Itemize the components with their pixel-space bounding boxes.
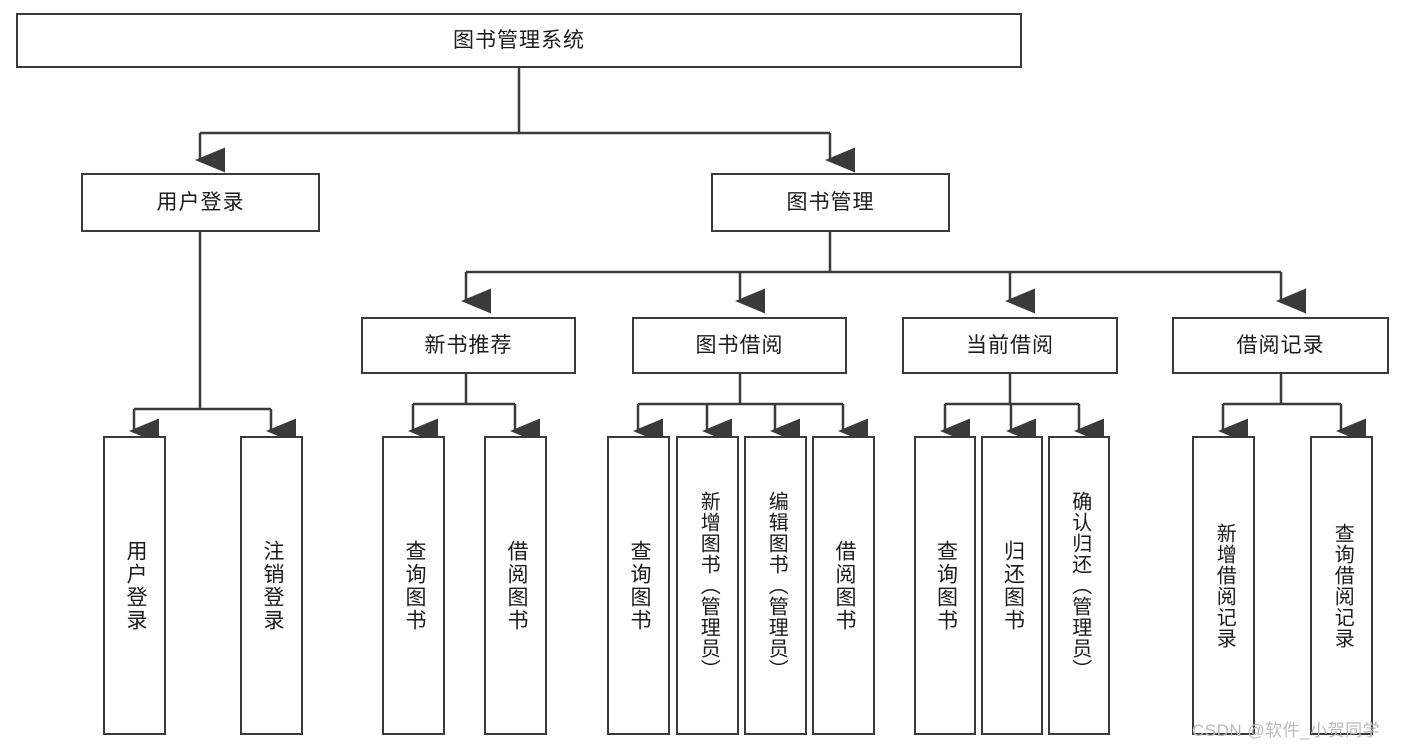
node-label: 用户登录 [156,190,245,214]
leaf-borrow-record-add-record[interactable]: 新增借阅记录 [1192,436,1255,735]
node-new-book-recommend[interactable]: 新书推荐 [361,317,576,374]
node-current-borrow[interactable]: 当前借阅 [902,317,1118,374]
node-label: 图书管理系统 [453,28,585,52]
node-label: 查询图书 [627,539,651,632]
leaf-user-login-login[interactable]: 用户登录 [103,436,166,735]
node-label: 编辑图书（管理员） [765,491,788,680]
node-label: 新增借阅记录 [1213,522,1236,649]
node-label: 查询图书 [934,539,958,632]
leaf-new-book-borrow-book[interactable]: 借阅图书 [484,436,547,735]
node-label: 查询图书 [402,539,426,632]
leaf-new-book-query-book[interactable]: 查询图书 [382,436,445,735]
node-label: 图书管理 [786,190,875,214]
node-label: 借阅图书 [504,539,528,632]
node-label: 借阅记录 [1236,333,1325,357]
leaf-book-borrow-edit-book-admin[interactable]: 编辑图书（管理员） [744,436,807,735]
node-root-book-management-system[interactable]: 图书管理系统 [16,13,1022,68]
node-label: 图书借阅 [695,333,784,357]
node-label: 借阅图书 [832,539,856,632]
node-label: 注销登录 [260,539,284,632]
node-label: 查询借阅记录 [1331,522,1354,649]
leaf-current-borrow-confirm-return-admin[interactable]: 确认归还（管理员） [1048,436,1110,735]
node-book-borrow[interactable]: 图书借阅 [632,317,847,374]
node-label: 确认归还（管理员） [1068,491,1091,680]
leaf-current-borrow-return-book[interactable]: 归还图书 [981,436,1043,735]
node-label: 归还图书 [1001,539,1025,632]
node-label: 新书推荐 [424,333,513,357]
leaf-book-borrow-query-book[interactable]: 查询图书 [607,436,670,735]
leaf-current-borrow-query-book[interactable]: 查询图书 [914,436,976,735]
node-label: 用户登录 [123,539,147,632]
leaf-borrow-record-query-record[interactable]: 查询借阅记录 [1310,436,1373,735]
node-borrow-record[interactable]: 借阅记录 [1172,317,1389,374]
leaf-user-login-logout[interactable]: 注销登录 [240,436,303,735]
node-book-management[interactable]: 图书管理 [711,173,950,232]
watermark-text: CSDN @软件_小贺同学 [1192,721,1381,740]
leaf-book-borrow-add-book-admin[interactable]: 新增图书（管理员） [676,436,739,735]
node-user-login[interactable]: 用户登录 [81,173,320,232]
leaf-book-borrow-borrow-book[interactable]: 借阅图书 [812,436,875,735]
node-label: 当前借阅 [966,333,1054,357]
node-label: 新增图书（管理员） [697,491,720,680]
